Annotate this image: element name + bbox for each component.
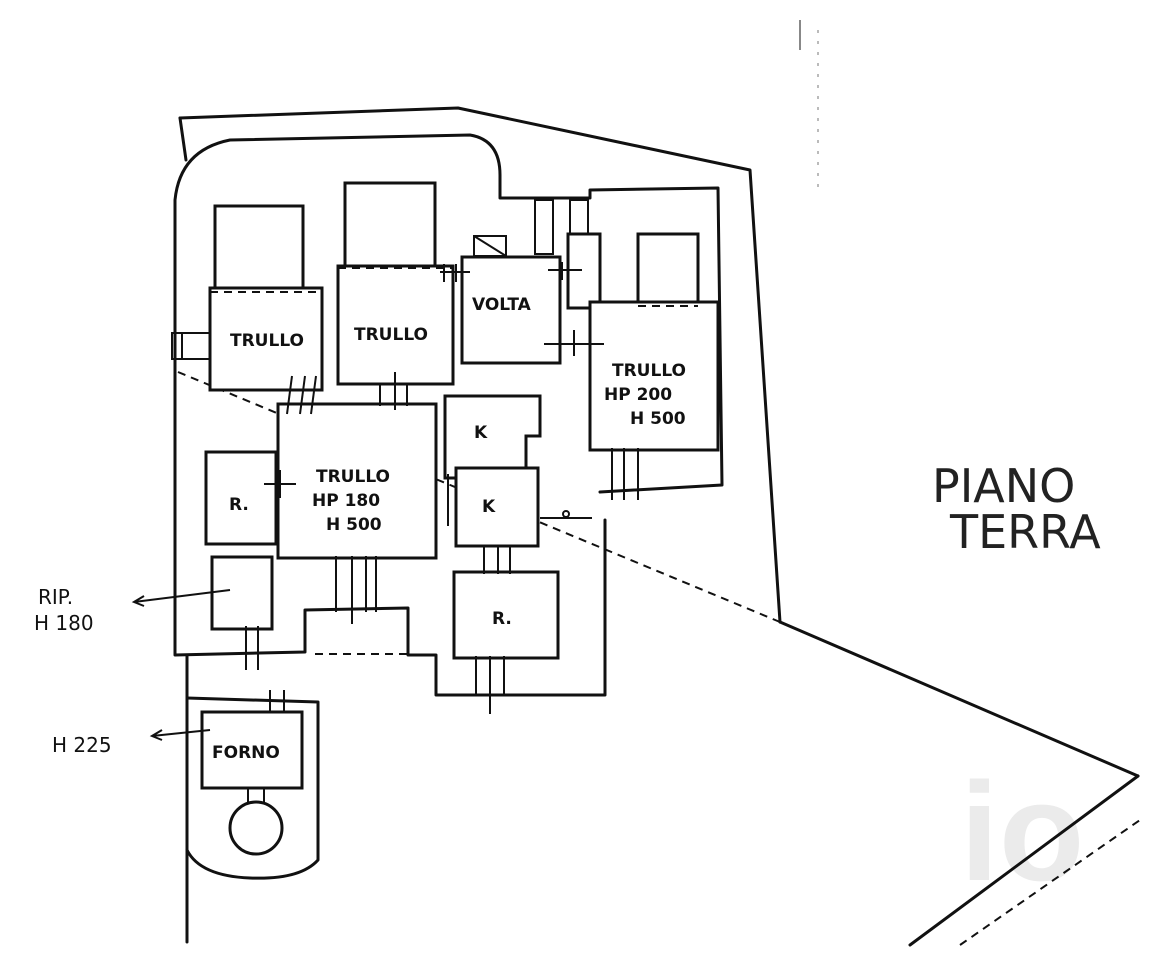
trullo-center-label-2: HP 180 <box>312 491 380 511</box>
trullo-b-label: TRULLO <box>354 325 428 345</box>
trullo-right-label-1: TRULLO <box>612 361 686 381</box>
trullo-center-label-1: TRULLO <box>316 467 390 487</box>
trullo-right-label-3: H 500 <box>630 409 686 429</box>
rip-arrow <box>133 589 231 603</box>
volta-label: VOLTA <box>472 295 532 315</box>
h225-arrowhead <box>149 729 163 741</box>
forno-room <box>200 710 304 790</box>
building-outer-wall-lower <box>173 370 607 697</box>
k-bottom-label: K <box>482 497 496 517</box>
trullo-a-room <box>208 286 324 392</box>
h225-arrow <box>151 729 211 737</box>
r-left-label: R. <box>229 495 249 515</box>
trullo-center-label-3: H 500 <box>326 515 382 535</box>
forno-label: FORNO <box>212 743 280 763</box>
rip-annotation-line2: H 180 <box>34 611 94 635</box>
plan-title-line2: TERRA <box>949 505 1101 559</box>
rip-arrowhead <box>131 595 145 607</box>
k-top-room <box>443 394 542 480</box>
k-bottom-room <box>454 466 540 548</box>
trullo-a-alcove <box>213 204 305 296</box>
forno-oven-circle <box>228 800 284 856</box>
trullo-a-label: TRULLO <box>230 331 304 351</box>
building-outer-wall-upper <box>173 133 724 494</box>
plan-title-line1: PIANO <box>932 459 1075 513</box>
left-entrance <box>171 332 211 360</box>
site-boundary-upper <box>178 106 782 624</box>
passage-2 <box>569 199 589 235</box>
window-cross <box>473 235 507 257</box>
volta-window <box>473 235 507 257</box>
rip-annotation-line1: RIP. <box>38 585 73 609</box>
dashed-boundary <box>959 819 1141 946</box>
trullo-b-alcove <box>343 181 437 277</box>
trullo-right-label-2: HP 200 <box>604 385 672 405</box>
h225-annotation: H 225 <box>52 733 112 757</box>
watermark: io <box>960 753 1084 910</box>
trullo-center-room <box>276 402 438 560</box>
passage-1 <box>534 199 554 255</box>
site-boundary-bottom-right <box>908 774 1140 947</box>
site-boundary-left-stub <box>178 116 188 162</box>
trullo-b-room <box>336 264 455 386</box>
r-bottom-room <box>452 570 560 660</box>
doorways <box>245 262 639 716</box>
forno-enclosure <box>185 696 320 880</box>
volta-room <box>460 255 562 365</box>
site-boundary-diagonal <box>778 620 1140 778</box>
trullo-right-room <box>588 300 720 452</box>
rip-room <box>210 555 274 631</box>
r-left-room <box>204 450 278 546</box>
k-top-label: K <box>474 423 488 443</box>
r-bottom-label: R. <box>492 609 512 629</box>
trullo-right-alcove <box>636 232 700 306</box>
